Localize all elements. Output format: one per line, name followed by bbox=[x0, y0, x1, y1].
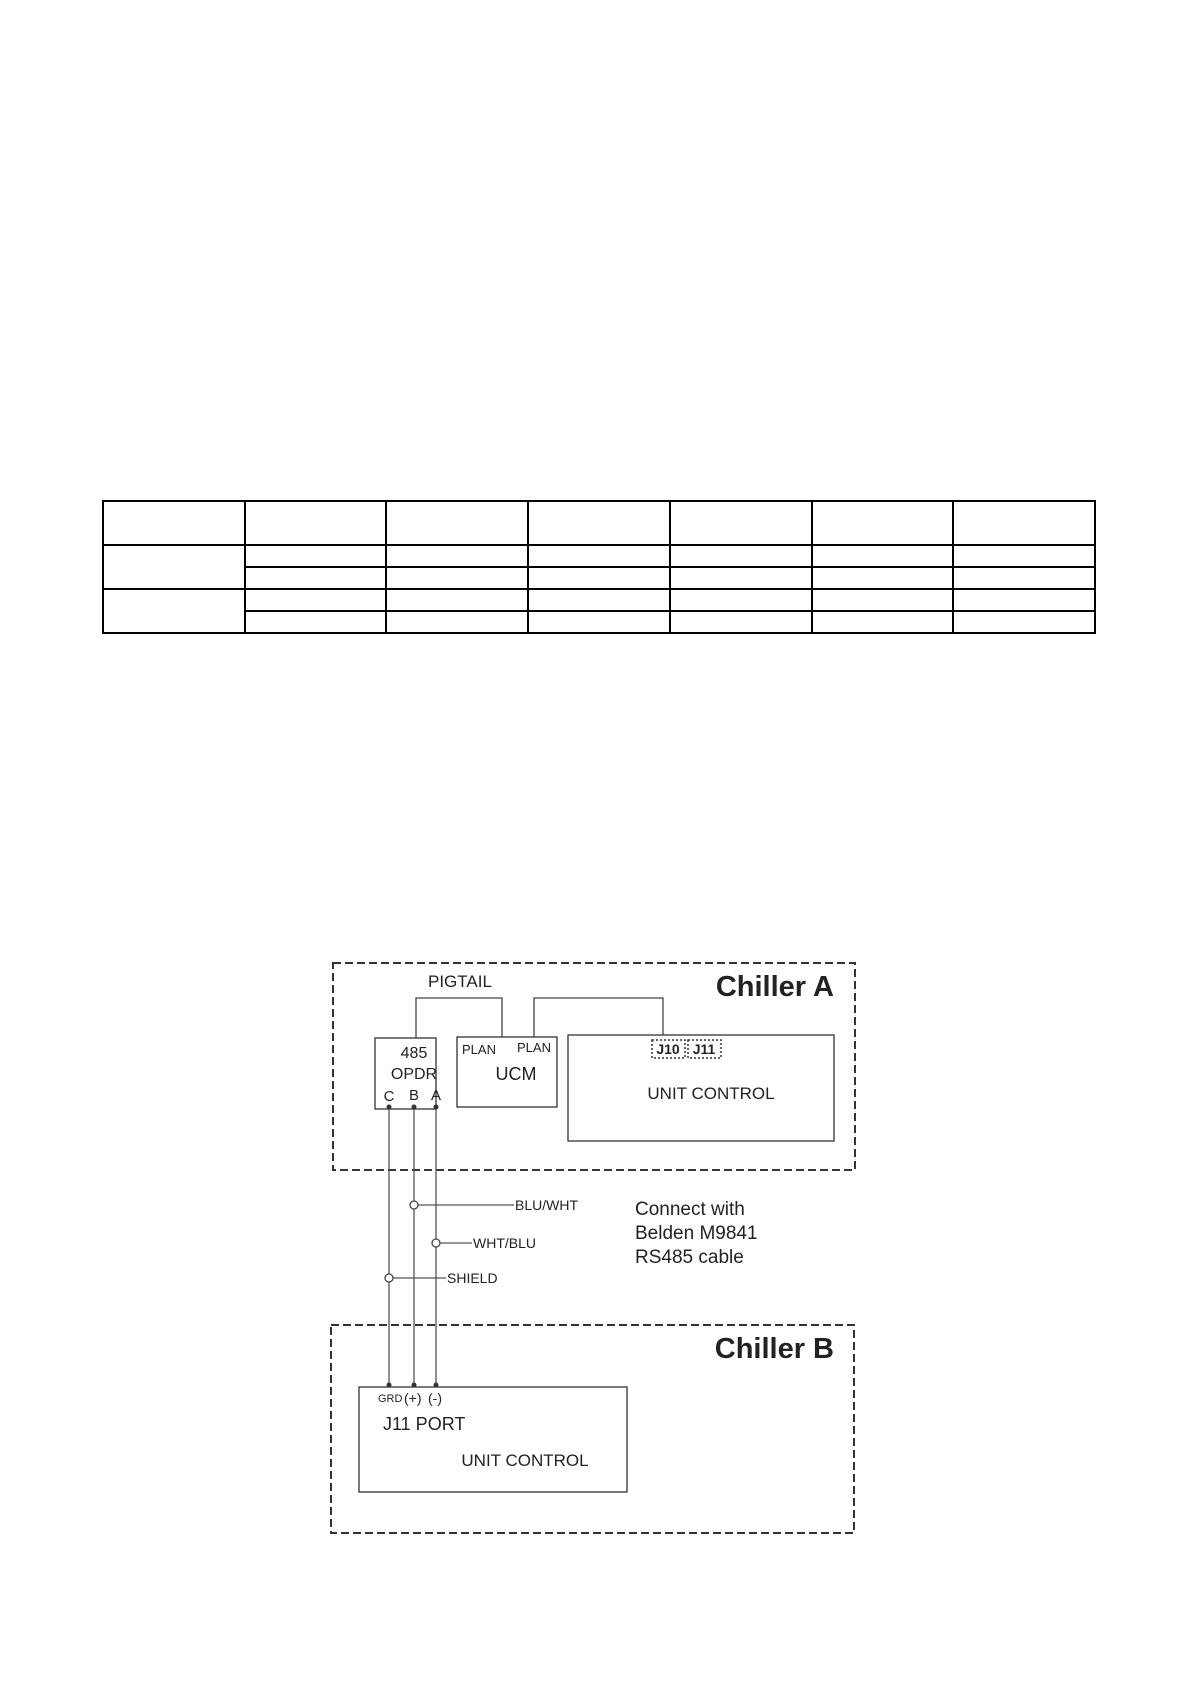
opdr-line2: OPDR bbox=[391, 1066, 437, 1083]
note-line1: Connect with bbox=[635, 1199, 745, 1220]
j11-port bbox=[687, 1039, 722, 1059]
grd-terminal-label: GRD bbox=[378, 1393, 403, 1405]
table-cell bbox=[385, 566, 530, 590]
table-row bbox=[103, 566, 1096, 590]
table-row bbox=[102, 588, 1096, 634]
table-cell bbox=[952, 610, 1096, 634]
ucm-box bbox=[456, 1036, 558, 1108]
table-cell bbox=[527, 544, 671, 568]
table-cell bbox=[243, 544, 388, 568]
table-cell bbox=[385, 500, 530, 546]
ucm-label: UCM bbox=[496, 1064, 537, 1084]
chiller-a-title: Chiller A bbox=[716, 971, 834, 1003]
plan-left-label: PLAN bbox=[462, 1042, 496, 1057]
table-cell bbox=[385, 588, 530, 612]
terminal-dot bbox=[386, 1104, 392, 1110]
terminal-dot bbox=[386, 1382, 392, 1388]
table-cell bbox=[810, 544, 955, 568]
table-cell bbox=[952, 588, 1096, 612]
table-cell bbox=[243, 566, 388, 590]
table-header-row bbox=[102, 500, 1096, 546]
j11-port-label: J11 PORT bbox=[383, 1414, 465, 1434]
table-cell bbox=[243, 500, 388, 546]
table-cell bbox=[527, 588, 671, 612]
pigtail-wire bbox=[415, 997, 503, 1038]
terminal-a-label: A bbox=[431, 1087, 441, 1104]
terminal-dot bbox=[433, 1104, 439, 1110]
table-cell bbox=[527, 610, 671, 634]
empty-table bbox=[102, 500, 1096, 634]
table-cell bbox=[243, 610, 388, 634]
table-cell bbox=[102, 588, 246, 634]
unit-control-b-box bbox=[358, 1386, 628, 1493]
table-cell bbox=[668, 500, 813, 546]
table-cell bbox=[952, 566, 1096, 590]
table-cell bbox=[385, 544, 530, 568]
chiller-b-title: Chiller B bbox=[715, 1333, 834, 1365]
j11-label: J11 bbox=[693, 1041, 716, 1057]
table-cell bbox=[668, 544, 813, 568]
table-cell bbox=[102, 500, 246, 546]
table-cell bbox=[668, 610, 813, 634]
table-cell bbox=[243, 588, 388, 612]
table-cell bbox=[102, 544, 246, 590]
terminal-dot bbox=[433, 1382, 439, 1388]
table-cell bbox=[668, 566, 813, 590]
wire-tap bbox=[384, 1273, 394, 1283]
unit-control-a-label: UNIT CONTROL bbox=[647, 1084, 774, 1103]
table-cell bbox=[527, 566, 671, 590]
table-row bbox=[102, 544, 1096, 590]
opdr-line1: 485 bbox=[401, 1045, 428, 1062]
unit-control-a-box bbox=[567, 1034, 835, 1142]
plan-right-label: PLAN bbox=[517, 1040, 551, 1055]
wire-tap bbox=[409, 1200, 419, 1210]
terminal-c-label: C bbox=[384, 1088, 395, 1105]
pigtail-label: PIGTAIL bbox=[428, 972, 492, 991]
terminal-b-label: B bbox=[409, 1087, 419, 1104]
table-cell bbox=[952, 500, 1096, 546]
table-cell bbox=[810, 610, 955, 634]
blu-wht-label: BLU/WHT bbox=[515, 1197, 578, 1213]
table-cell bbox=[527, 500, 671, 546]
table-cell bbox=[810, 500, 955, 546]
table-row bbox=[103, 610, 1096, 634]
terminal-dot bbox=[411, 1382, 417, 1388]
opdr-box bbox=[374, 1037, 437, 1110]
chiller-b-boundary bbox=[330, 1324, 855, 1534]
wht-blu-label: WHT/BLU bbox=[473, 1235, 536, 1251]
table-cell bbox=[385, 610, 530, 634]
j10-label: J10 bbox=[656, 1041, 680, 1057]
minus-terminal-label: (-) bbox=[428, 1390, 442, 1406]
terminal-dot bbox=[411, 1104, 417, 1110]
note-line2: Belden M9841 bbox=[635, 1223, 758, 1244]
wire-tap bbox=[431, 1238, 441, 1248]
table-cell bbox=[668, 588, 813, 612]
table-cell bbox=[810, 588, 955, 612]
j10-port bbox=[651, 1039, 686, 1059]
plus-terminal-label: (+) bbox=[404, 1390, 422, 1406]
shield-label: SHIELD bbox=[447, 1270, 498, 1286]
table-cell bbox=[810, 566, 955, 590]
unit-control-b-label: UNIT CONTROL bbox=[461, 1451, 588, 1470]
table-cell bbox=[952, 544, 1096, 568]
plan-wire bbox=[533, 997, 664, 1038]
note-line3: RS485 cable bbox=[635, 1247, 744, 1268]
chiller-a-boundary bbox=[332, 962, 856, 1171]
